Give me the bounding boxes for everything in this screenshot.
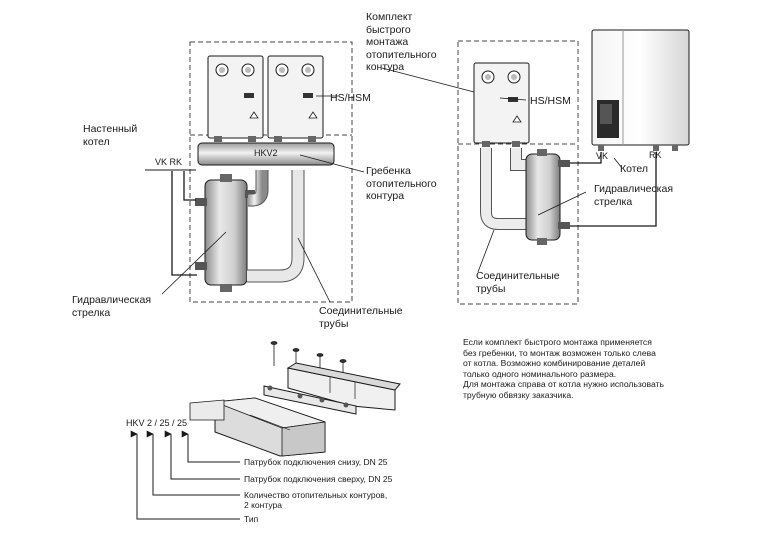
legend-top-connection: Патрубок подключения сверху, DN 25 [244,474,393,484]
code-legend-arrows [130,430,240,520]
right-assembly [457,29,690,305]
left-assembly [145,41,353,303]
boiler-right-label: Котел [620,163,649,175]
pump-module-2 [267,55,324,142]
code-designation: HKV 2 / 25 / 25 [126,418,188,428]
legend-circuits-count: Количество отопительных контуров,2 конту… [244,490,388,510]
hkv2-label: HKV2 [254,148,278,158]
pump-module-1 [207,55,264,142]
leader-lines-left [161,67,475,303]
legend-bottom-connection: Патрубок подключения снизу, DN 25 [244,457,388,467]
rk-right-label: RK [649,150,662,160]
connecting-pipe-left-2 [247,170,305,283]
right-dashed-frame [457,40,579,305]
leader-lines-right [477,97,623,273]
manifold-hkv2 [197,142,335,166]
installation-note: Если комплект быстрого монтажа применяет… [463,337,665,400]
left-dashed-frame [189,41,353,303]
vk-rk-left-label: VK RK [155,157,183,167]
hs-hsm-right-label: HS/HSM [530,95,571,107]
hs-hsm-left-label: HS/HSM [330,92,371,104]
exploded-manifold-view [189,341,401,457]
pump-module-right [473,62,530,147]
hydraulic-separator-right [525,153,561,241]
legend-type: Тип [244,514,259,524]
boiler-right [591,29,690,151]
vk-right-label: VK [596,151,609,161]
